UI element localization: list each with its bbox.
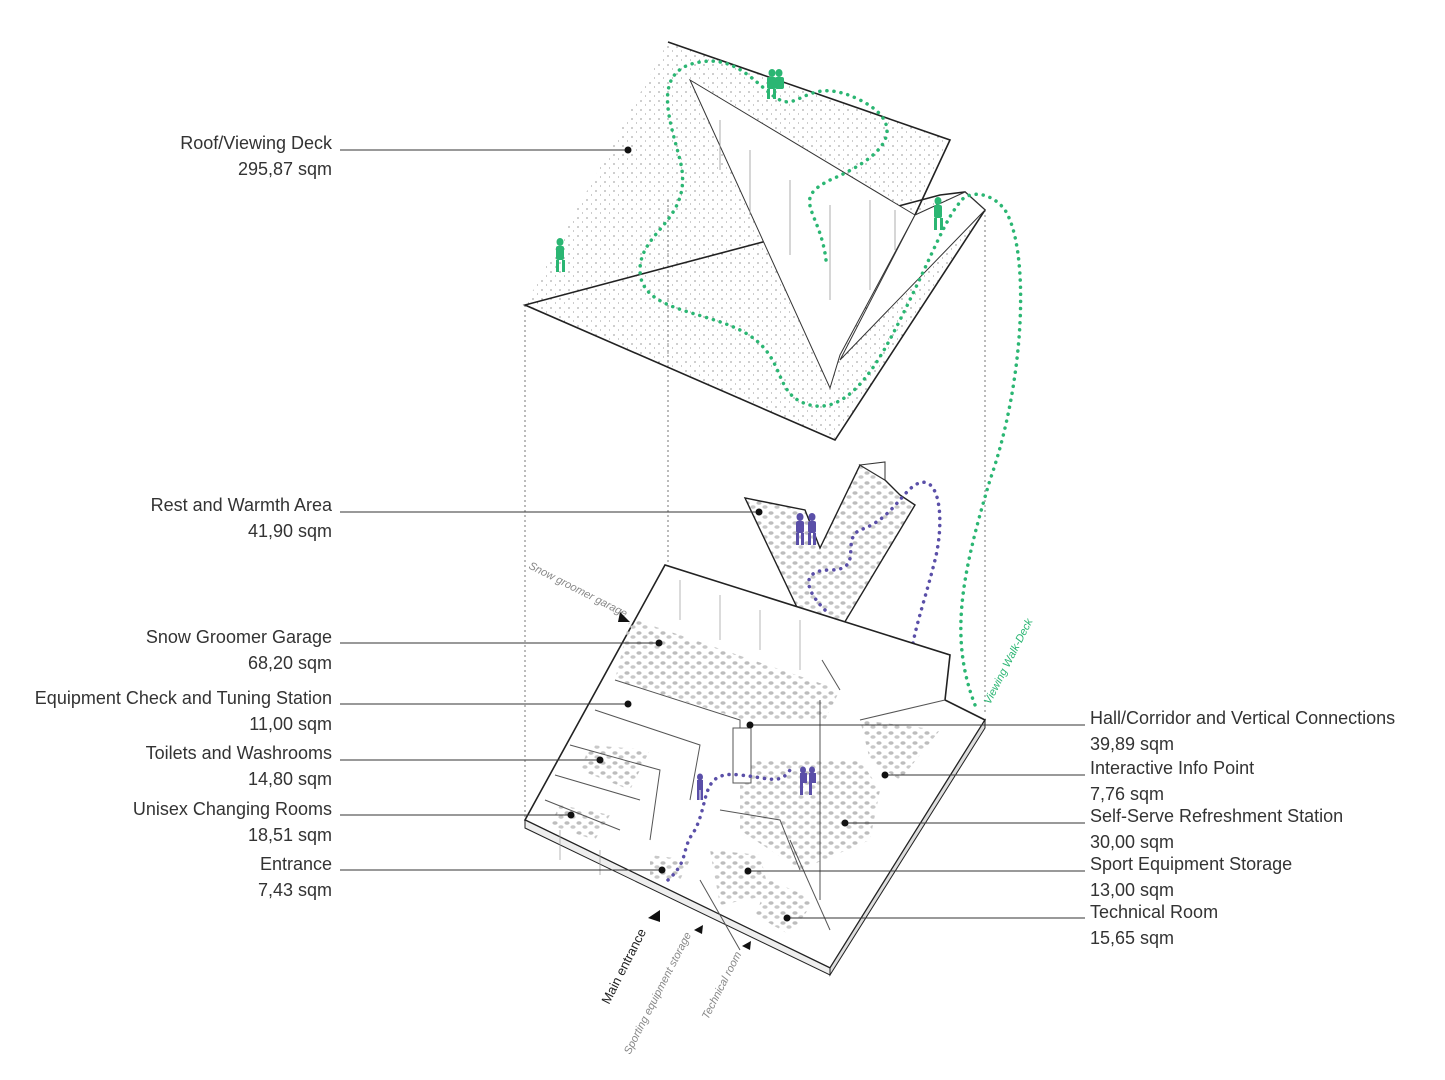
label-area: 30,00 sqm [1090, 832, 1175, 852]
label-area: 295,87 sqm [237, 159, 332, 179]
label-area: 15,65 sqm [1090, 928, 1175, 948]
label-area: 13,00 sqm [1090, 880, 1175, 900]
leader-lines [340, 149, 1085, 919]
label-title: Snow Groomer Garage [145, 627, 332, 647]
label-sport-equipment-storage: Sport Equipment Storage 13,00 sqm [1090, 851, 1292, 903]
label-title: Roof/Viewing Deck [180, 133, 332, 153]
label-area: 7,43 sqm [257, 880, 332, 900]
label-title: Entrance [259, 854, 332, 874]
label-area: 18,51 sqm [247, 825, 332, 845]
label-area: 14,80 sqm [247, 769, 332, 789]
label-area: 11,00 sqm [249, 714, 332, 734]
label-title: Interactive Info Point [1090, 758, 1255, 778]
annot-technical-room: Technical room [700, 950, 744, 1022]
label-rest-warmth-area: Rest and Warmth Area 41,90 sqm [151, 492, 332, 544]
label-unisex-changing-rooms: Unisex Changing Rooms 18,51 sqm [133, 796, 332, 848]
arrow-snow-groomer [618, 612, 630, 622]
label-title: Toilets and Washrooms [145, 743, 332, 763]
label-toilets-washrooms: Toilets and Washrooms 14,80 sqm [146, 740, 332, 792]
label-entrance: Entrance 7,43 sqm [258, 851, 332, 903]
roof-viewing-path [638, 59, 1023, 707]
label-area: 41,90 sqm [247, 521, 332, 541]
arrow-sporting-storage [694, 925, 703, 934]
label-area: 39,89 sqm [1090, 734, 1175, 754]
leader-dots [567, 146, 889, 922]
visitor-figures [697, 513, 816, 800]
arrow-main-entrance [648, 910, 660, 922]
label-technical-room: Technical Room 15,65 sqm [1090, 899, 1218, 951]
rest-path [788, 480, 942, 804]
label-title: Rest and Warmth Area [150, 495, 332, 515]
label-title: Equipment Check and Tuning Station [34, 688, 332, 708]
annot-main-entrance: Main entrance [598, 926, 649, 1006]
label-area: 68,20 sqm [247, 653, 332, 673]
roof-slab [522, 41, 987, 442]
label-equipment-check: Equipment Check and Tuning Station 11,00… [35, 685, 332, 737]
label-hall-corridor: Hall/Corridor and Vertical Connections 3… [1090, 705, 1395, 757]
label-area: 7,76 sqm [1090, 784, 1165, 804]
arrow-technical-room [742, 941, 751, 950]
label-title: Hall/Corridor and Vertical Connections [1090, 708, 1396, 728]
label-snow-groomer-garage: Snow Groomer Garage 68,20 sqm [146, 624, 332, 676]
label-title: Self-Serve Refreshment Station [1090, 806, 1344, 826]
roof-figures [556, 69, 943, 272]
label-title: Sport Equipment Storage [1090, 854, 1293, 874]
label-title: Technical Room [1090, 902, 1219, 922]
label-self-serve-refreshment: Self-Serve Refreshment Station 30,00 sqm [1090, 803, 1343, 855]
label-interactive-info-point: Interactive Info Point 7,76 sqm [1090, 755, 1254, 807]
annot-viewing-walk-deck: Viewing Walk-Deck [982, 616, 1036, 706]
ground-floor [523, 564, 987, 977]
annot-snow-groomer: Snow groomer garage [527, 560, 629, 620]
label-roof-viewing-deck: Roof/Viewing Deck 295,87 sqm [180, 130, 332, 182]
label-title: Unisex Changing Rooms [132, 799, 332, 819]
